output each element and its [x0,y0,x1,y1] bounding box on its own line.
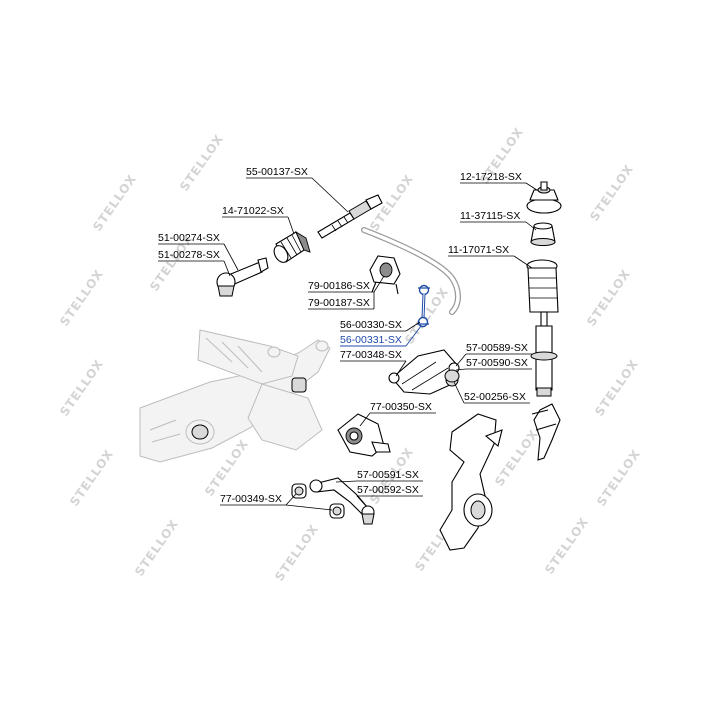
callout-51-00274-sx[interactable]: 51-00274-SX [158,232,239,271]
part-number-label[interactable]: 77-00348-SX [340,349,402,361]
part-number-label[interactable]: 52-00256-SX [464,391,526,403]
leader-line [359,412,371,427]
leader-line [373,275,385,293]
part-number-label[interactable]: 11-17071-SX [448,244,509,256]
callout-77-00349-sx[interactable]: 77-00349-SX [220,493,333,511]
callout-57-00590-sx[interactable]: 57-00590-SX [455,357,532,371]
shock-absorber-part [530,311,561,461]
callout-51-00278-sx[interactable]: 51-00278-SX [158,249,231,277]
ball-joint-part [444,369,460,383]
part-number-label[interactable]: 56-00331-SX [340,334,402,346]
watermark-text: STELLOX [177,132,226,194]
callout-57-00591-sx[interactable]: 57-00591-SX [335,469,423,483]
callout-79-00187-sx[interactable]: 79-00187-SX [308,292,375,310]
callout-77-00350-sx[interactable]: 77-00350-SX [359,401,436,427]
watermark-text: STELLOX [272,522,321,584]
part-number-label[interactable]: 12-17218-SX [460,171,522,183]
dust-boot-part [526,259,559,313]
watermark-text: STELLOX [90,172,139,234]
part-number-label[interactable]: 51-00278-SX [158,249,220,261]
part-number-label[interactable]: 57-00589-SX [466,342,528,354]
leader-line [405,325,422,347]
stabilizer-bush-part [369,255,401,295]
rack-boot-part [273,230,311,263]
leader-line [335,480,358,483]
callout-52-00256-sx[interactable]: 52-00256-SX [453,381,530,404]
leader-line [453,381,465,404]
leader-line [455,368,467,371]
watermark-text: STELLOX [542,515,591,577]
callout-77-00348-sx[interactable]: 77-00348-SX [340,349,407,377]
part-number-label[interactable]: 11-37115-SX [460,210,520,222]
watermark-text: STELLOX [67,447,116,509]
tension-rod-part [309,477,375,525]
lower-arm-bushing-part [337,413,391,457]
part-number-label[interactable]: 79-00187-SX [308,297,370,309]
part-number-label[interactable]: 14-71022-SX [222,205,284,217]
part-number-label[interactable]: 77-00350-SX [370,401,432,413]
watermark-text: STELLOX [584,267,633,329]
callout-56-00330-sx[interactable]: 56-00330-SX [340,319,421,332]
part-number-label[interactable]: 77-00349-SX [220,493,282,505]
callout-56-00331-sx[interactable]: 56-00331-SX [340,325,422,347]
leader-line [525,182,541,193]
part-number-label[interactable]: 56-00330-SX [340,319,402,331]
part-number-label[interactable]: 57-00591-SX [357,469,419,481]
callout-layer: 55-00137-SX 14-71022-SX 51-00274-SX 51-0027… [158,166,541,511]
leader-line [405,321,421,332]
subframe-drawing [139,329,331,463]
part-number-label[interactable]: 51-00274-SX [158,232,220,244]
watermark-text: STELLOX [587,162,636,224]
stabilizer-link-part [417,284,430,328]
callout-57-00592-sx[interactable]: 57-00592-SX [356,484,423,507]
watermark-text: STELLOX [57,267,106,329]
part-number-label[interactable]: 55-00137-SX [246,166,308,178]
leader-line [525,221,537,231]
leader-line [285,504,333,511]
leader-line [455,353,467,367]
callout-79-00186-sx[interactable]: 79-00186-SX [308,275,385,293]
tie-rod-part [317,194,383,239]
leader-line [223,243,239,271]
callout-57-00589-sx[interactable]: 57-00589-SX [455,342,532,367]
callout-14-71022-sx[interactable]: 14-71022-SX [222,205,295,235]
steering-knuckle-part [439,413,503,551]
leader-line [356,495,367,507]
callout-11-17071-sx[interactable]: 11-17071-SX [448,244,533,269]
part-number-label[interactable]: 57-00592-SX [357,484,419,496]
leader-line [223,260,231,277]
bump-stop-part [530,222,556,246]
leader-line [311,177,349,213]
watermark-text: STELLOX [57,357,106,419]
watermark-text: STELLOX [592,357,641,419]
leader-line [287,216,295,235]
leader-line [513,255,533,269]
callout-55-00137-sx[interactable]: 55-00137-SX [246,166,349,213]
strut-mount-part [526,181,562,214]
leader-line [395,360,407,377]
callout-11-37115-sx[interactable]: 11-37115-SX [460,210,537,231]
watermark-text: STELLOX [594,447,643,509]
callout-12-17218-sx[interactable]: 12-17218-SX [460,171,541,193]
watermark-text: STELLOX [132,517,181,579]
stabilizer-bar-part [361,227,461,315]
arm-bushing-part [291,483,345,519]
part-number-label[interactable]: 57-00590-SX [466,357,528,369]
part-number-label[interactable]: 79-00186-SX [308,280,370,292]
leader-line [285,493,297,506]
tie-rod-end-part [216,257,269,297]
